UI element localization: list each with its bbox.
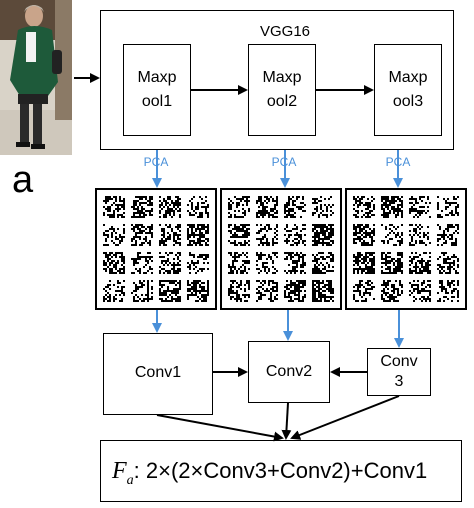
feature-map-cell	[437, 252, 459, 274]
formula-text: Fa: 2×(2×Conv3+Conv2)+Conv1	[112, 456, 427, 496]
person-photo	[0, 0, 72, 155]
feature-map-cell	[159, 280, 181, 302]
maxpool1-box	[123, 44, 191, 136]
arrow-conv2-to-formula	[281, 402, 292, 440]
feature-map-cell	[256, 252, 278, 274]
maxpool2-label-line1: Maxp	[262, 69, 302, 86]
formula-symbol: Fa	[112, 458, 134, 488]
conv2-label: Conv2	[265, 363, 313, 380]
feature-map-cell	[256, 280, 278, 302]
feature-map-cell	[437, 224, 459, 246]
maxpool3-label-line2: ool3	[392, 93, 424, 110]
feature-map-cell	[228, 224, 250, 246]
feature-map-cell	[159, 252, 181, 274]
maxpool1-label-line2: ool1	[141, 93, 173, 110]
feature-map-cell	[228, 280, 250, 302]
feature-map-cell	[312, 224, 334, 246]
feature-map-grid-2	[220, 188, 342, 310]
panel-label: a	[12, 159, 34, 201]
maxpool3-label-line1: Maxp	[388, 69, 428, 86]
feature-map-cell	[353, 280, 375, 302]
feature-map-cell	[131, 196, 153, 218]
feature-map-cell	[381, 196, 403, 218]
feature-map-cell	[103, 280, 125, 302]
feature-map-cell	[131, 252, 153, 274]
feature-map-cell	[353, 196, 375, 218]
conv3-box	[367, 348, 431, 396]
feature-map-cell	[103, 252, 125, 274]
conv3-label-line1: Conv	[380, 353, 418, 370]
arrow-conv1-to-formula	[156, 414, 284, 442]
feature-map-cell	[228, 252, 250, 274]
vgg16-title: VGG16	[259, 23, 311, 40]
feature-map-cell	[256, 196, 278, 218]
feature-map-cell	[381, 252, 403, 274]
feature-map-cell	[187, 252, 209, 274]
maxpool3-box	[374, 44, 442, 136]
feature-map-cell	[131, 224, 153, 246]
maxpool1-label-line1: Maxp	[137, 69, 177, 86]
feature-map-cell	[381, 280, 403, 302]
feature-map-cell	[131, 280, 153, 302]
feature-map-cell	[284, 196, 306, 218]
feature-map-cell	[312, 280, 334, 302]
feature-map-cell	[353, 224, 375, 246]
feature-map-cell	[103, 196, 125, 218]
maxpool2-box	[248, 44, 316, 136]
formula-expression: : 2×(2×Conv3+Conv2)+Conv1	[133, 458, 428, 483]
feature-map-cell	[312, 252, 334, 274]
feature-map-cell	[159, 196, 181, 218]
conv1-label: Conv1	[134, 364, 182, 381]
feature-map-cell	[187, 224, 209, 246]
feature-map-cell	[353, 252, 375, 274]
feature-map-cell	[284, 280, 306, 302]
feature-map-cell	[228, 196, 250, 218]
feature-map-cell	[159, 224, 181, 246]
feature-map-cell	[103, 224, 125, 246]
conv3-label-line2: 3	[394, 373, 404, 390]
feature-map-cell	[437, 280, 459, 302]
feature-map-cell	[284, 252, 306, 274]
formula-f: F	[112, 458, 127, 484]
conv2-box	[248, 341, 330, 403]
feature-map-cell	[409, 196, 431, 218]
feature-map-grid-1	[95, 188, 217, 310]
feature-map-cell	[256, 224, 278, 246]
feature-map-cell	[409, 280, 431, 302]
conv1-box	[103, 333, 213, 415]
person-walking-photo-icon	[0, 0, 72, 155]
formula-box	[100, 440, 462, 502]
feature-map-cell	[312, 196, 334, 218]
feature-map-grid-3	[345, 188, 467, 310]
feature-map-cell	[409, 252, 431, 274]
formula-subscript: a	[126, 472, 134, 488]
feature-map-cell	[284, 224, 306, 246]
feature-map-cell	[437, 196, 459, 218]
maxpool2-label-line2: ool2	[266, 93, 298, 110]
feature-map-cell	[187, 196, 209, 218]
feature-map-cell	[187, 280, 209, 302]
feature-map-cell	[381, 224, 403, 246]
arrow-conv3-to-formula	[290, 395, 400, 440]
feature-map-cell	[409, 224, 431, 246]
